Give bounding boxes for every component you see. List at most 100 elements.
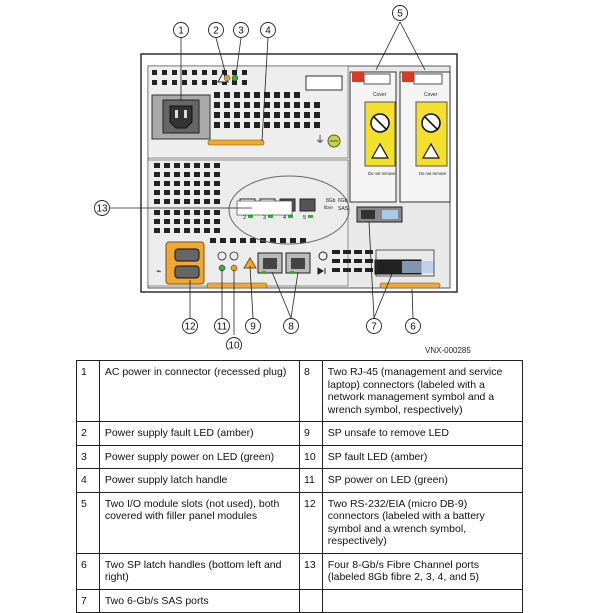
callout: 7 bbox=[366, 318, 382, 334]
callout-number: 3 bbox=[238, 26, 244, 37]
battery-symbol-icon: ⌁ bbox=[156, 266, 161, 276]
diagram: ⏚ Cover Do not remove Cover Do not remov… bbox=[94, 5, 458, 351]
power-supply-vent-grille bbox=[152, 70, 320, 128]
legend-number: 1 bbox=[76, 360, 100, 422]
callout-number: 9 bbox=[250, 322, 256, 333]
legend-number: 8 bbox=[298, 360, 323, 422]
legend-description: Power supply latch handle bbox=[98, 468, 300, 493]
io-module-slot-left: Cover Do not remove bbox=[349, 71, 397, 203]
legend-description: Power supply fault LED (amber) bbox=[98, 421, 300, 446]
callout-number: 13 bbox=[96, 204, 108, 215]
serial-port-wrench bbox=[174, 265, 200, 279]
ground-icon: ⏚ bbox=[315, 134, 325, 146]
cover-label: Cover bbox=[424, 92, 438, 98]
callout: 3 bbox=[233, 22, 249, 38]
legend-description: Two 6-Gb/s SAS ports bbox=[98, 588, 300, 613]
callout-number: 4 bbox=[265, 26, 271, 37]
serial-port-battery bbox=[174, 248, 200, 262]
legend-number: 6 bbox=[76, 552, 100, 590]
callout-number: 10 bbox=[228, 341, 240, 351]
callout: 6 bbox=[405, 318, 421, 334]
legend-number: 11 bbox=[298, 468, 323, 493]
callout-number: 12 bbox=[184, 322, 196, 333]
warning-label-icon bbox=[352, 72, 364, 82]
sp-latch-handle-left bbox=[206, 282, 268, 289]
callout-number: 8 bbox=[288, 322, 294, 333]
callout-number: 7 bbox=[371, 322, 377, 333]
callout: 12 bbox=[182, 318, 198, 334]
callout: 13 bbox=[94, 200, 110, 216]
callout: 2 bbox=[208, 22, 224, 38]
do-not-remove-label: Do not remove bbox=[368, 171, 396, 176]
legend-description: Two SP latch handles (bottom left and ri… bbox=[98, 552, 300, 590]
legend-description: Power supply power on LED (green) bbox=[98, 444, 300, 469]
sp-latch-handle-right bbox=[379, 282, 441, 289]
storage-processor-vent-grille bbox=[154, 163, 373, 272]
fc-port-number: 5 bbox=[303, 215, 306, 221]
ac-plug-icon bbox=[169, 105, 193, 129]
fc-port-number: 3 bbox=[263, 215, 266, 221]
callout: 11 bbox=[214, 318, 230, 334]
callout: 10 bbox=[226, 337, 242, 351]
callout: 4 bbox=[260, 22, 276, 38]
figure-id: VNX-000285 bbox=[425, 346, 471, 355]
fc-port-number: 2 bbox=[243, 215, 246, 221]
sas-port-bracket bbox=[375, 249, 435, 277]
callout: 8 bbox=[283, 318, 299, 334]
callout-number: 1 bbox=[178, 26, 184, 37]
fc-port-group-outline bbox=[228, 175, 350, 245]
legend-description bbox=[321, 588, 524, 613]
fc-speed-label: 8Gb bbox=[326, 198, 336, 204]
fibre-label: fibre bbox=[324, 205, 333, 210]
power-supply-fault-led bbox=[223, 74, 231, 82]
legend-description: SP power on LED (green) bbox=[321, 468, 524, 493]
legend-description: Two RS-232/EIA (micro DB-9) connectors (… bbox=[321, 491, 524, 554]
fc-port bbox=[299, 198, 316, 212]
callout-number: 5 bbox=[397, 9, 403, 20]
fc-port-led bbox=[248, 215, 253, 218]
legend-number: 5 bbox=[76, 491, 100, 554]
sas-label: SAS bbox=[338, 206, 349, 212]
callout-number: 6 bbox=[410, 322, 416, 333]
legend-number: 12 bbox=[298, 491, 323, 554]
wrench-symbol-icon bbox=[317, 267, 326, 275]
legend-number: 9 bbox=[298, 421, 323, 446]
warning-label-icon bbox=[402, 72, 414, 82]
cover-label: Cover bbox=[373, 92, 387, 98]
legend-number: 13 bbox=[298, 552, 323, 590]
legend-number: 2 bbox=[76, 421, 100, 446]
legend-number: 10 bbox=[298, 444, 323, 469]
io-module-slot-right: Cover Do not remove bbox=[399, 71, 451, 203]
legend-description: SP unsafe to remove LED bbox=[321, 421, 524, 446]
legend-description: Two I/O module slots (not used), both co… bbox=[98, 491, 300, 554]
legend-description: Four 8-Gb/s Fibre Channel ports (labeled… bbox=[321, 552, 524, 590]
legend-number bbox=[298, 588, 323, 613]
fc-port-led bbox=[288, 215, 293, 218]
sas-speed-label: 6Gb bbox=[338, 198, 348, 204]
fc-port-number: 4 bbox=[283, 215, 286, 221]
legend-number: 3 bbox=[76, 444, 100, 469]
power-supply-latch-handle bbox=[207, 139, 265, 146]
callout-number: 2 bbox=[213, 26, 219, 37]
fc-port-led bbox=[308, 215, 313, 218]
callout: 1 bbox=[173, 22, 189, 38]
callout: 9 bbox=[245, 318, 261, 334]
power-supply-label-plate bbox=[305, 75, 343, 91]
callout: 5 bbox=[392, 5, 408, 21]
legend-number: 4 bbox=[76, 468, 100, 493]
do-not-remove-label: Do not remove bbox=[419, 171, 447, 176]
legend-description: SP fault LED (amber) bbox=[321, 444, 524, 469]
fc-port-led bbox=[268, 215, 273, 218]
callout-number: 11 bbox=[217, 322, 228, 333]
network-management-icon bbox=[318, 251, 328, 261]
legend-description: Two RJ-45 (management and service laptop… bbox=[321, 360, 524, 422]
